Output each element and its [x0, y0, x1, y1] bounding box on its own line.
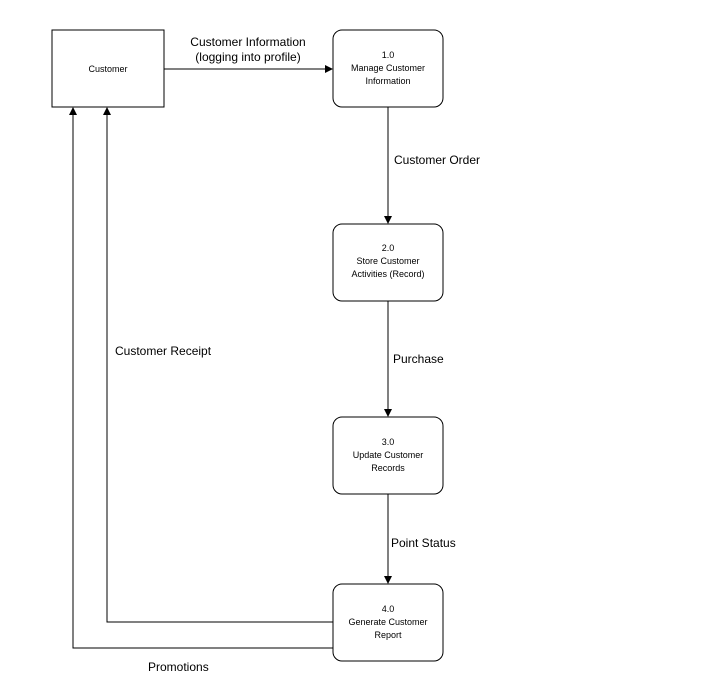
- process-1-title-line2: Information: [365, 76, 410, 86]
- process-2-number: 2.0: [382, 243, 395, 253]
- process-2: 2.0 Store Customer Activities (Record): [332, 223, 444, 302]
- flow-customer-order-label: Customer Order: [394, 153, 480, 167]
- process-4-number: 4.0: [382, 604, 395, 614]
- flow-promotions-arrow: [69, 107, 333, 649]
- flow-customer-receipt: Customer Receipt: [103, 107, 333, 623]
- flow-customer-receipt-label: Customer Receipt: [115, 344, 212, 358]
- process-2-title-line1: Store Customer: [356, 256, 419, 266]
- process-1-number: 1.0: [382, 50, 395, 60]
- flow-customer-receipt-arrow: [103, 107, 333, 623]
- flow-purchase-label: Purchase: [393, 352, 444, 366]
- flow-customer-information-label-line1: Customer Information: [190, 35, 305, 49]
- flow-customer-information: Customer Information (logging into profi…: [164, 35, 333, 73]
- flow-promotions: Promotions: [69, 107, 333, 674]
- process-3-title-line2: Records: [371, 463, 405, 473]
- process-4: 4.0 Generate Customer Report: [332, 583, 444, 662]
- flow-customer-information-label-line2: (logging into profile): [195, 50, 300, 64]
- process-3-title-line1: Update Customer: [353, 450, 424, 460]
- flow-purchase: Purchase: [384, 301, 444, 417]
- flow-customer-order: Customer Order: [384, 107, 480, 224]
- process-1-title-line1: Manage Customer: [351, 63, 425, 73]
- flow-point-status-label: Point Status: [391, 536, 456, 550]
- customer-entity-box: [51, 29, 165, 108]
- customer-entity-label: Customer: [88, 64, 127, 74]
- process-1: 1.0 Manage Customer Information: [332, 29, 444, 108]
- process-3: 3.0 Update Customer Records: [332, 416, 444, 495]
- process-3-number: 3.0: [382, 437, 395, 447]
- flow-point-status: Point Status: [384, 494, 456, 584]
- process-4-title-line1: Generate Customer: [348, 617, 427, 627]
- flow-promotions-label: Promotions: [148, 660, 209, 674]
- customer-entity: Customer: [51, 29, 165, 108]
- process-2-title-line2: Activities (Record): [351, 269, 424, 279]
- process-4-title-line2: Report: [374, 630, 402, 640]
